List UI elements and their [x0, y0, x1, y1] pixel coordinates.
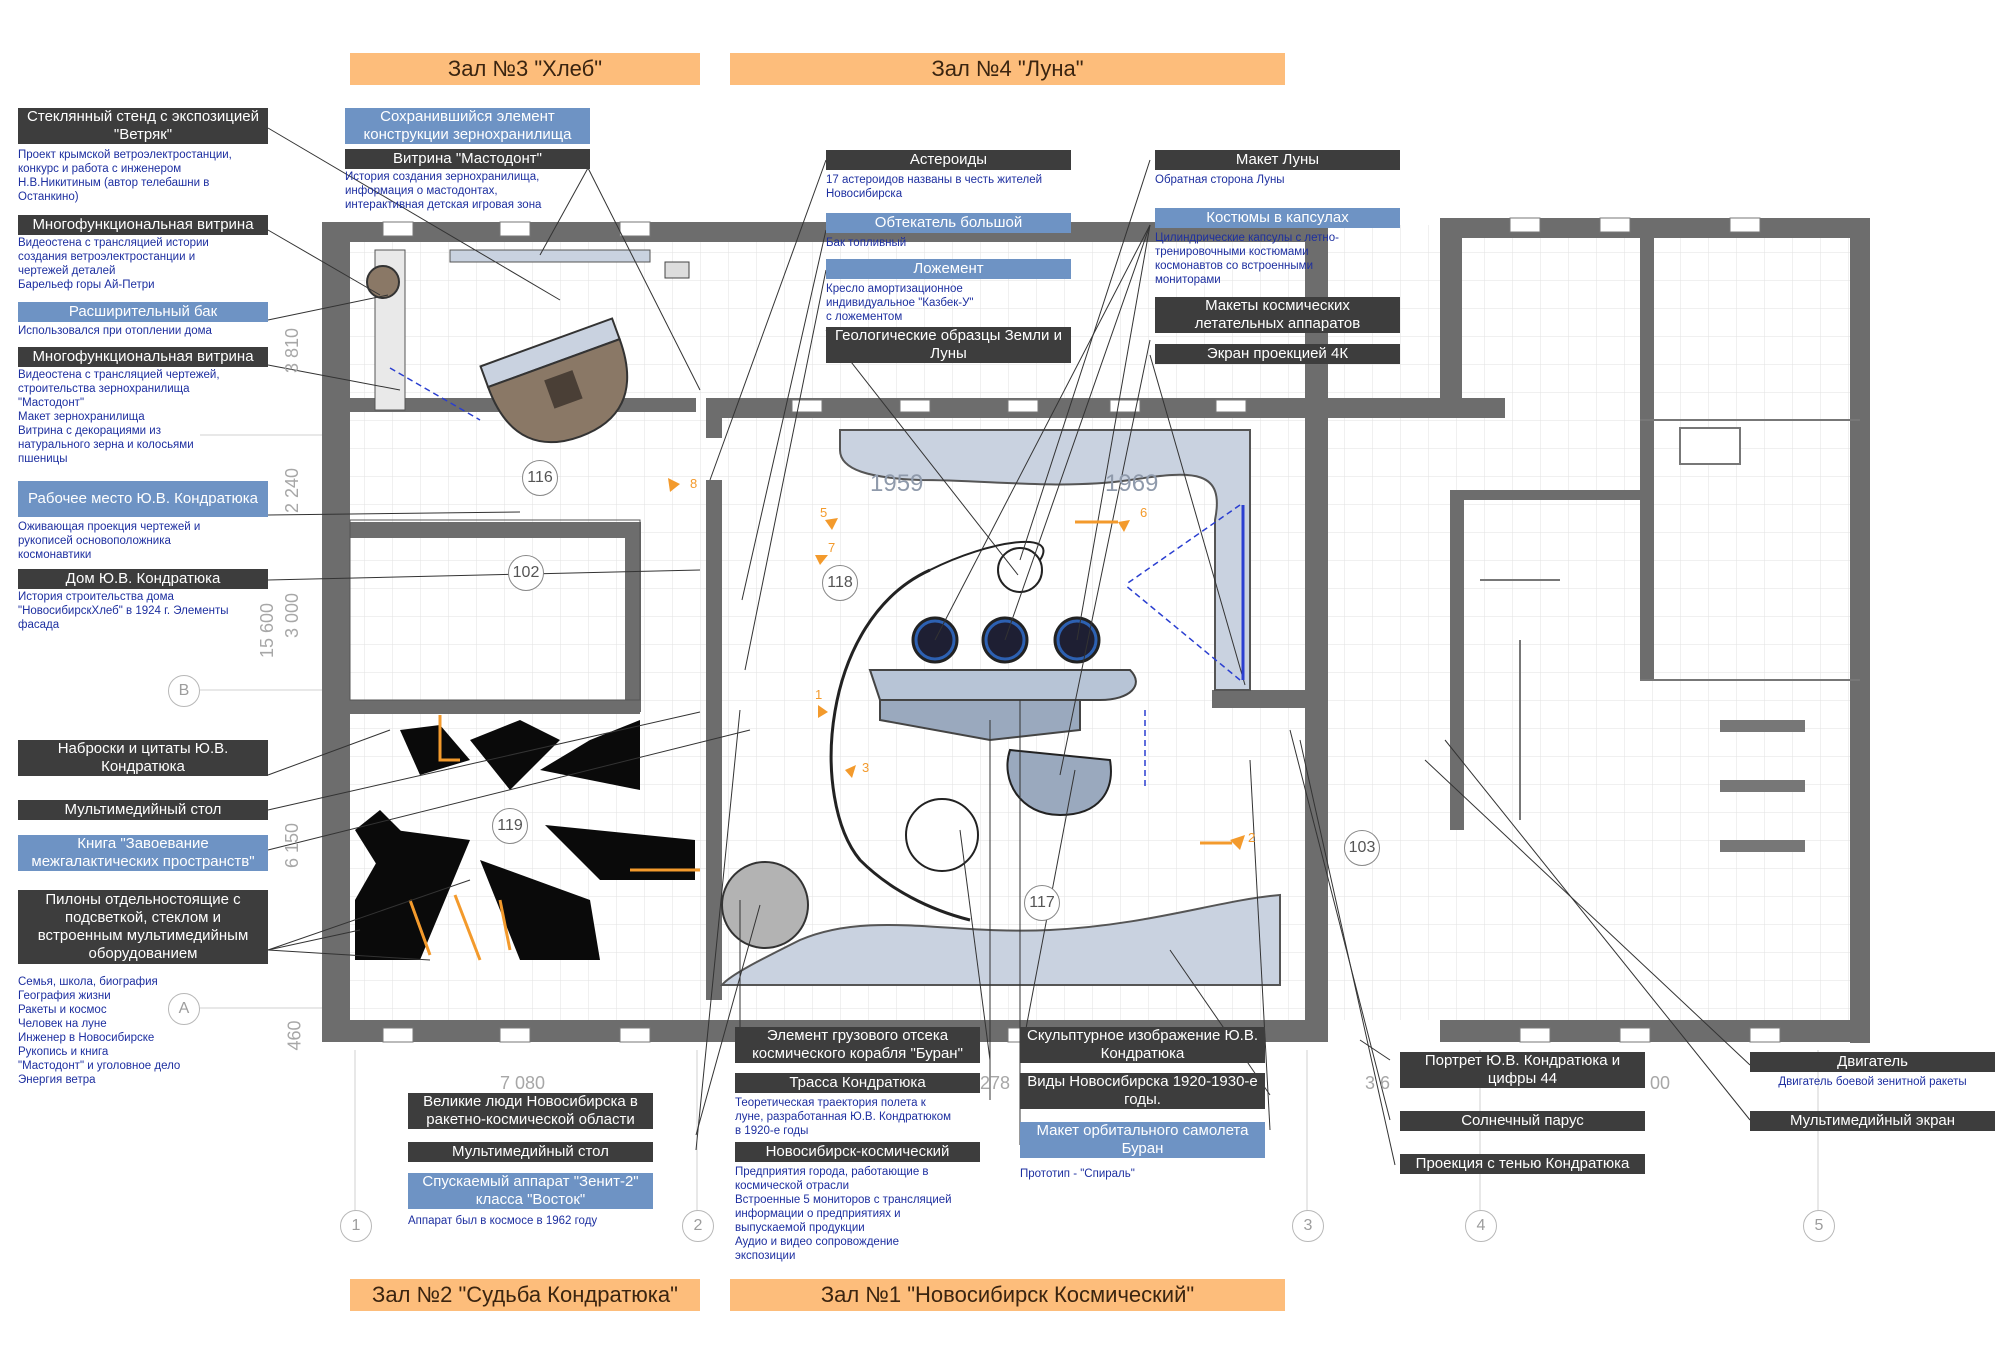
- house-label: Дом Ю.В. Кондратюка: [18, 569, 268, 589]
- route-arrow-5: 5: [820, 505, 828, 520]
- tank-label: Расширительный бак: [18, 302, 268, 322]
- geo-samples-label: Геологические образцы Земли и Луны: [826, 327, 1071, 363]
- dim-3000: 3 000: [282, 592, 303, 639]
- views-label: Виды Новосибирска 1920-1930-е годы.: [1020, 1073, 1265, 1109]
- axis-5: 5: [1803, 1210, 1835, 1242]
- workplace-desc: Оживающая проекция чертежей и рукописей …: [18, 521, 201, 561]
- suits-desc: Цилиндрические капсулы с летно- трениров…: [1155, 232, 1339, 286]
- pylons-desc: Семья, школа, биография География жизни …: [18, 976, 181, 1086]
- axis-B: B: [168, 675, 200, 707]
- vitrina1-label: Многофункциональная витрина: [18, 215, 268, 235]
- room-102: 102: [508, 555, 544, 591]
- mm-table-label: Мультимедийный стол: [18, 800, 268, 820]
- room-116: 116: [522, 460, 558, 496]
- dim-6150: 6 150: [282, 822, 303, 869]
- route-arrow-7: 7: [828, 540, 836, 555]
- dim-00: 00: [1650, 1073, 1671, 1093]
- spacecraft-models-label: Макеты космических летательных аппаратов: [1155, 297, 1400, 333]
- mastodon-desc: История создания зернохранилища, информа…: [345, 171, 542, 211]
- axis-2: 2: [682, 1210, 714, 1242]
- axis-4: 4: [1465, 1210, 1497, 1242]
- moon-model-label: Макет Луны: [1155, 150, 1400, 170]
- engine-desc: Двигатель боевой зенитной ракеты: [1778, 1076, 1967, 1088]
- suits-label: Костюмы в капсулах: [1155, 208, 1400, 228]
- orbital-desc: Прототип - "Спираль": [1020, 1168, 1135, 1180]
- pylons-label: Пилоны отдельностоящие с подсветкой, сте…: [18, 890, 268, 964]
- route-arrow-6: 6: [1140, 505, 1148, 520]
- asteroids-desc: 17 астероидов названы в честь жителей Но…: [826, 174, 1043, 200]
- route-arrow-8: 8: [690, 476, 698, 491]
- lodgement-label: Ложемент: [826, 259, 1071, 279]
- moon-model-desc: Обратная сторона Луны: [1155, 174, 1285, 186]
- room-103: 103: [1344, 830, 1380, 866]
- room-118: 118: [822, 565, 858, 601]
- buran-element-label: Элемент грузового отсека космического ко…: [735, 1027, 980, 1063]
- route-arrow-3: 3: [862, 760, 870, 775]
- stand-veter-label: Стеклянный стенд с экспозицией "Ветряк": [18, 108, 268, 144]
- year-1969: 1969: [1105, 470, 1159, 497]
- dim-15600: 15 600: [257, 602, 278, 659]
- projection-label: Проекция с тенью Кондратюка: [1400, 1154, 1645, 1174]
- novosib-label: Новосибирск-космический: [735, 1142, 980, 1162]
- dim-7080: 7 080: [500, 1073, 546, 1093]
- mm-table2-label: Мультимедийный стол: [408, 1142, 653, 1162]
- sculpture-label: Скульптурное изображение Ю.В. Кондратюка: [1020, 1027, 1265, 1063]
- tank-desc: Использовался при отоплении дома: [18, 325, 212, 337]
- lodgement-desc: Кресло амортизационное индивидуальное "К…: [826, 283, 974, 323]
- hall4-header: Зал №4 "Луна": [730, 53, 1285, 85]
- sketches-label: Наброски и цитаты Ю.В. Кондратюка: [18, 740, 268, 776]
- workplace-label: Рабочее место Ю.В. Кондратюка: [18, 481, 268, 517]
- vitrina2-desc: Видеостена с трансляцией чертежей, строи…: [18, 369, 220, 465]
- grain-element-label: Сохранившийся элемент конструкции зернох…: [345, 108, 590, 144]
- axis-1: 1: [340, 1210, 372, 1242]
- mastodon-label: Витрина "Мастодонт": [345, 149, 590, 169]
- room-117: 117: [1024, 885, 1060, 921]
- fairing-desc: Бак топливный: [826, 237, 907, 249]
- mm-screen-label: Мультимедийный экран: [1750, 1111, 1995, 1131]
- room-119: 119: [492, 808, 528, 844]
- route-label: Трасса Кондратюка: [735, 1073, 980, 1093]
- dim-278: 278: [980, 1073, 1011, 1093]
- engine-label: Двигатель: [1750, 1052, 1995, 1072]
- dim-3810: 3 810: [282, 327, 303, 374]
- fairing-label: Обтекатель большой: [826, 213, 1071, 233]
- hall3-header: Зал №3 "Хлеб": [350, 53, 700, 85]
- route-arrow-2: 2: [1248, 830, 1256, 845]
- stand-veter-desc: Проект крымской ветроэлектростанции, кон…: [18, 149, 232, 203]
- orbital-label: Макет орбитального самолета Буран: [1020, 1122, 1265, 1158]
- house-desc: История строительства дома "НовосибирскХ…: [18, 591, 229, 631]
- zenit-label: Спускаемый аппарат "Зенит-2" класса "Вос…: [408, 1173, 653, 1209]
- screen-4k-label: Экран проекцией 4К: [1155, 344, 1400, 364]
- vitrina2-label: Многофункциональная витрина: [18, 347, 268, 367]
- axis-3: 3: [1292, 1210, 1324, 1242]
- hall2-header: Зал №2 "Судьба Кондратюка": [350, 1279, 700, 1311]
- hall1-header: Зал №1 "Новосибирск Космический": [730, 1279, 1285, 1311]
- sail-label: Солнечный парус: [1400, 1111, 1645, 1131]
- vitrina1-desc: Видеостена с трансляцией истории создани…: [18, 237, 209, 291]
- portrait-label: Портрет Ю.В. Кондратюка и цифры 44: [1400, 1052, 1645, 1088]
- year-1959: 1959: [870, 470, 924, 497]
- dim-460: 460: [284, 1020, 305, 1051]
- dim-2240: 2 240: [282, 467, 303, 514]
- zenit-desc: Аппарат был в космосе в 1962 году: [408, 1215, 598, 1227]
- route-arrow-1: 1: [815, 687, 823, 702]
- dim-36: 3 6: [1365, 1073, 1391, 1093]
- great-people-label: Великие люди Новосибирска в ракетно-косм…: [408, 1093, 653, 1129]
- book-label: Книга "Завоевание межгалактических прост…: [18, 835, 268, 871]
- novosib-desc: Предприятия города, работающие в космиче…: [735, 1166, 952, 1262]
- asteroids-label: Астероиды: [826, 150, 1071, 170]
- axis-A: A: [168, 993, 200, 1025]
- route-desc: Теоретическая траектория полета к луне, …: [735, 1097, 952, 1137]
